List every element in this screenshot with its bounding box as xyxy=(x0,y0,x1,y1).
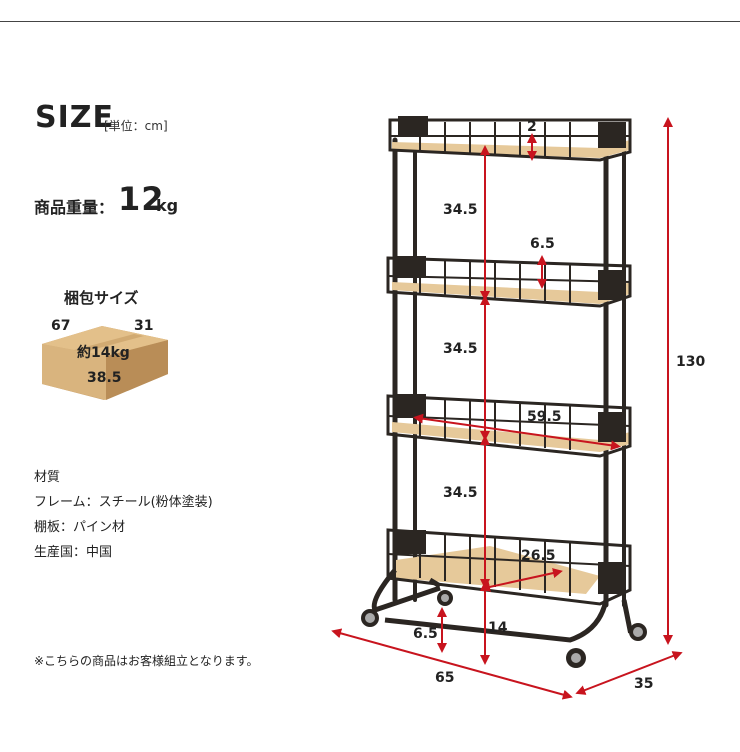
dim-shelf-gap-1: 34.5 xyxy=(443,202,478,218)
shelf-3 xyxy=(386,394,632,458)
shelf-2 xyxy=(386,256,632,308)
dim-total-width: 65 xyxy=(435,670,455,686)
dim-inner-depth: 26.5 xyxy=(521,548,556,564)
shelf-1 xyxy=(388,116,632,162)
package-weight: 約14kg xyxy=(77,345,130,361)
weight-label: 商品重量： xyxy=(34,198,115,217)
dim-clearance: 6.5 xyxy=(413,626,438,642)
dim-inner-width: 59.5 xyxy=(527,409,562,425)
dim-shelf-gap-2: 34.5 xyxy=(443,341,478,357)
package-width: 67 xyxy=(51,318,71,334)
weight-value: 12 xyxy=(118,180,165,218)
material-shelf: 棚板：パイン材 xyxy=(34,520,126,535)
weight-unit: kg xyxy=(156,196,179,215)
cart-illustration xyxy=(331,116,683,700)
dimension-arrows xyxy=(331,117,683,700)
material-frame: フレーム：スチール(粉体塗装) xyxy=(34,495,213,510)
material-origin: 生産国：中国 xyxy=(34,545,113,560)
shelves xyxy=(386,116,632,606)
package-box-illustration xyxy=(42,326,168,400)
dim-caster-spacing: 14 xyxy=(488,620,508,636)
top-divider xyxy=(0,21,740,22)
dim-top-rim: 2 xyxy=(527,119,537,135)
material-heading: 材質 xyxy=(34,470,61,485)
assembly-note: ※こちらの商品はお客様組立となります。 xyxy=(34,654,259,668)
unit-note: [単位：cm] xyxy=(104,119,168,133)
page-title: SIZE xyxy=(35,100,115,135)
dim-total-height: 130 xyxy=(676,354,706,370)
package-title: 梱包サイズ xyxy=(64,289,139,307)
dim-rim-height: 6.5 xyxy=(530,236,555,252)
dim-shelf-gap-3: 34.5 xyxy=(443,485,478,501)
package-depth: 31 xyxy=(134,318,154,334)
dim-total-depth: 35 xyxy=(634,676,654,692)
package-height: 38.5 xyxy=(87,370,122,386)
